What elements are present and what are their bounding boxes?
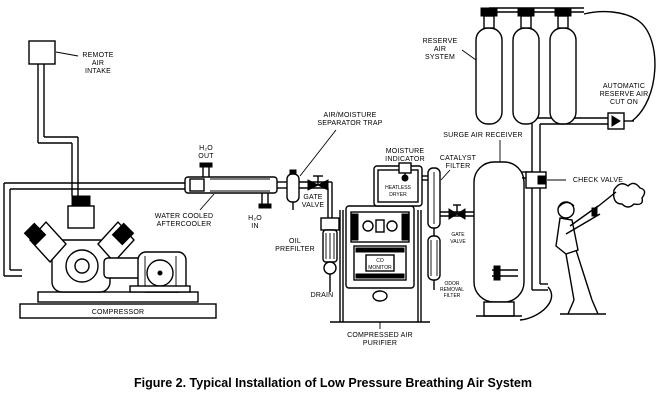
remote-label-1: REMOTE bbox=[82, 52, 113, 59]
aftercooler-leader bbox=[199, 193, 215, 211]
heatless-dryer-label-2: DRYER bbox=[389, 192, 407, 198]
separator-leader bbox=[299, 129, 337, 177]
reserve-leader bbox=[461, 49, 477, 61]
auto-reserve-label-3: CUT ON bbox=[610, 99, 638, 106]
remote-air-intake-label: REMOTE AIR INTAKE bbox=[82, 52, 113, 75]
reserve-label-1: RESERVE bbox=[423, 38, 458, 45]
automatic-reserve-cut-on bbox=[607, 112, 634, 130]
separator-label-2: SEPARATOR TRAP bbox=[317, 120, 382, 127]
co-monitor-label-2: MONITOR bbox=[368, 265, 392, 271]
compressor-label: COMPRESSOR bbox=[92, 309, 145, 316]
reserve-label-2: AIR bbox=[434, 46, 446, 53]
gate-valve-1 bbox=[307, 175, 329, 191]
remote-label-3: INTAKE bbox=[85, 68, 111, 75]
surge-receiver-label: SURGE AIR RECEIVER bbox=[443, 132, 522, 139]
oil-prefilter-label-2: PREFILTER bbox=[275, 246, 315, 253]
gate-valve-2 bbox=[448, 204, 466, 220]
moisture-indicator-label-1: MOISTURE bbox=[386, 148, 425, 155]
catalyst-label-2: FILTER bbox=[446, 163, 471, 170]
remote-intake-leader bbox=[55, 51, 79, 57]
heatless-dryer bbox=[373, 162, 423, 207]
purifier-label-2: PURIFIER bbox=[363, 340, 397, 347]
odor-filter-label-1: ODOR bbox=[445, 281, 460, 287]
compressor: COMPRESSOR bbox=[19, 195, 217, 319]
worker-figure bbox=[519, 182, 646, 321]
figure-caption: Figure 2. Typical Installation of Low Pr… bbox=[134, 376, 532, 390]
remote-air-intake bbox=[28, 40, 79, 196]
auto-reserve-label-2: RESERVE AIR bbox=[600, 91, 649, 98]
oil-prefilter bbox=[320, 217, 340, 292]
air-moisture-separator-trap bbox=[286, 169, 300, 210]
co-monitor-label-1: CO bbox=[376, 258, 384, 264]
check-valve bbox=[525, 171, 547, 189]
odor-removal-filter bbox=[427, 235, 441, 290]
water-cooled-aftercooler bbox=[184, 162, 278, 209]
reserve-hose bbox=[583, 10, 656, 122]
catalyst-leader bbox=[440, 169, 451, 181]
auto-reserve-label-1: AUTOMATIC bbox=[603, 83, 645, 90]
separator-label-1: AIR/MOISTURE bbox=[324, 112, 377, 119]
reserve-air-cylinders bbox=[475, 7, 584, 125]
gate-valve-2-label-2: VALVE bbox=[450, 239, 466, 245]
h2o-in-label-1: H₂O bbox=[248, 215, 262, 222]
odor-filter-label-2: REMOVAL bbox=[440, 287, 464, 293]
remote-label-2: AIR bbox=[92, 60, 104, 67]
check-valve-label: CHECK VALVE bbox=[573, 177, 623, 184]
h2o-in-label-2: IN bbox=[251, 223, 258, 230]
riser-pipe bbox=[531, 117, 612, 291]
h2o-out-label-1: H₂O bbox=[199, 145, 213, 152]
compressed-air-purifier bbox=[330, 205, 430, 323]
heatless-dryer-label-1: HEATLESS bbox=[385, 185, 411, 191]
catalyst-label-1: CATALYST bbox=[440, 155, 477, 162]
reserve-label-3: SYSTEM bbox=[425, 54, 455, 61]
gate-valve-1-label-1: GATE bbox=[303, 194, 322, 201]
surge-air-receiver bbox=[473, 161, 532, 317]
gate-valve-2-label-1: GATE bbox=[451, 232, 465, 238]
gate-valve-1-label-2: VALVE bbox=[302, 202, 325, 209]
catalyst-filter bbox=[422, 167, 441, 236]
drain-label: DRAIN bbox=[311, 292, 334, 299]
odor-filter-label-3: FILTER bbox=[444, 293, 461, 299]
discharge-pipe bbox=[3, 182, 185, 277]
h2o-out-label-2: OUT bbox=[198, 153, 214, 160]
oil-prefilter-label-1: OIL bbox=[289, 238, 301, 245]
purifier-label-1: COMPRESSED AIR bbox=[347, 332, 413, 339]
aftercooler-label-2: AFTERCOOLER bbox=[157, 221, 212, 228]
aftercooler-label-1: WATER COOLED bbox=[155, 213, 213, 220]
moisture-indicator-label-2: INDICATOR bbox=[385, 156, 425, 163]
